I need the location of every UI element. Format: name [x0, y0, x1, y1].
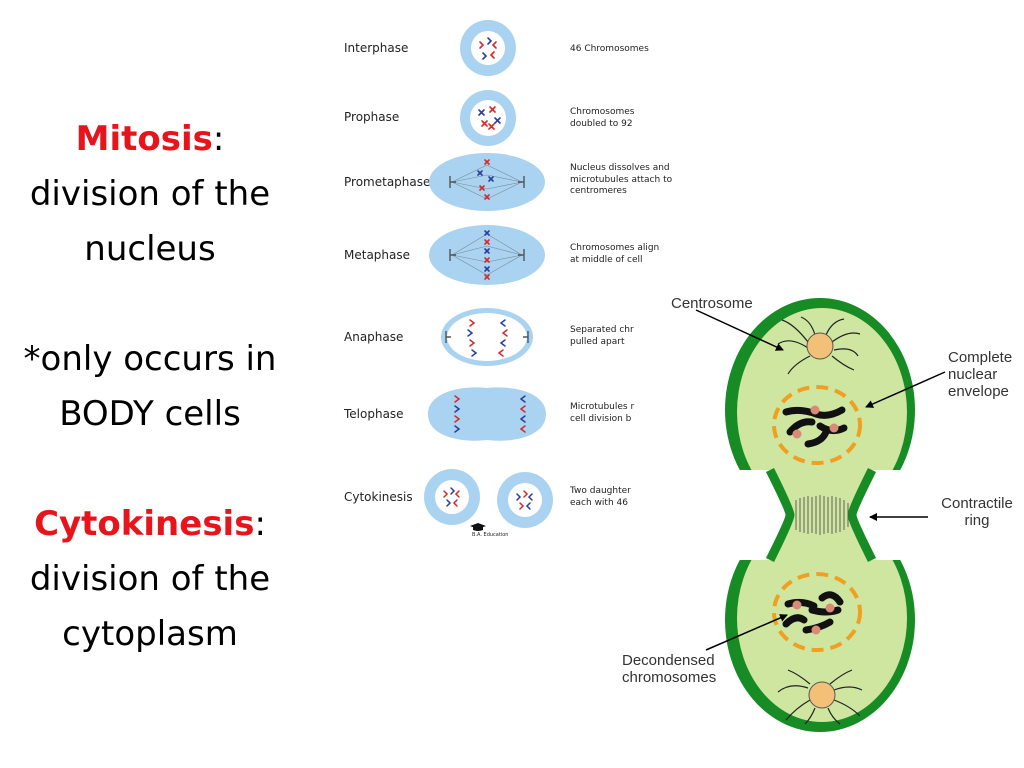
callout-nuclear-envelope: Complete nuclear envelope: [948, 349, 1024, 400]
graduation-cap-icon: [470, 523, 486, 531]
metaphase-cell: [429, 225, 545, 285]
cytokinesis-daughter-cells: [424, 469, 553, 528]
callout-centrosome: Centrosome: [671, 295, 753, 312]
interphase-cell: [460, 20, 516, 76]
anaphase-cell: [441, 308, 533, 366]
prometaphase-cell: [429, 153, 545, 211]
dividing-cell: [700, 298, 944, 732]
callout-contractile-ring: Contractile ring: [932, 495, 1022, 529]
telophase-cell: [428, 387, 546, 440]
callout-decondensed-chromosomes: Decondensed chromosomes: [622, 652, 716, 686]
prophase-cell: [460, 90, 516, 146]
